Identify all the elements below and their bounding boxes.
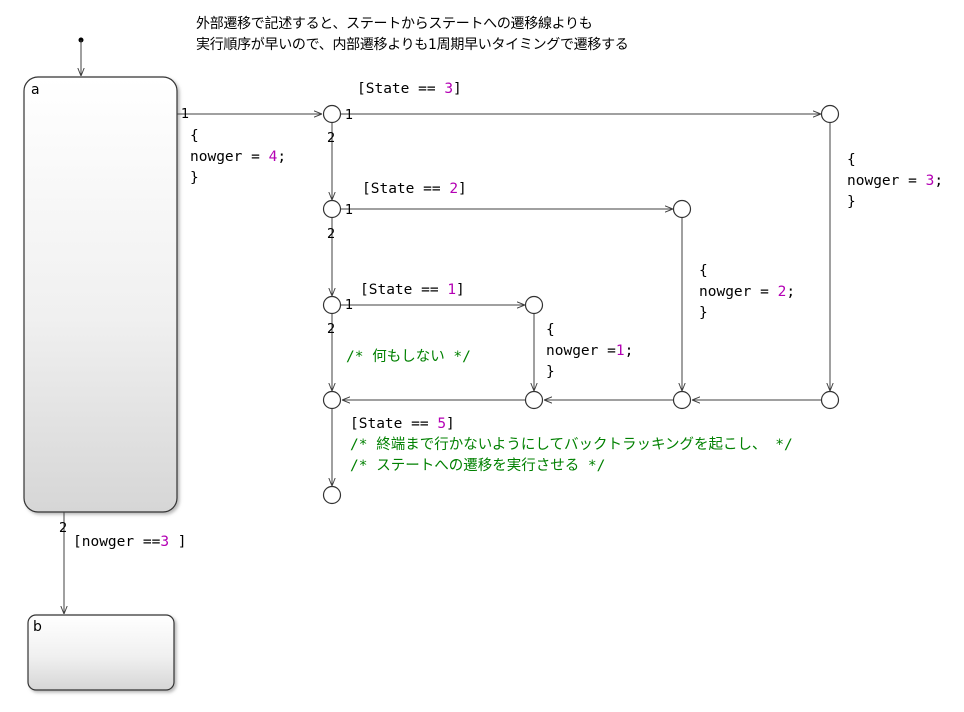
state-b-name: b (33, 619, 42, 635)
semicolon: ; (277, 149, 287, 165)
junction-1[interactable] (322, 104, 342, 124)
semicolon: ; (624, 343, 634, 359)
brace-open: { (546, 322, 555, 338)
cond-prefix: [nowger == (73, 534, 161, 550)
priority-a-to-b: 2 (59, 521, 68, 536)
condition-label-state-1: [State == 1] (360, 280, 465, 301)
cond-value: 2 (449, 181, 459, 197)
action-label-nowger-1: { nowger =1; } (546, 320, 633, 383)
cond-suffix: ] (456, 282, 465, 298)
assign-value: 1 (615, 343, 625, 359)
assign-var: nowger = (847, 173, 926, 189)
brace-close: } (847, 194, 856, 210)
action-label-nowger-3: { nowger = 3; } (847, 150, 943, 213)
brace-open: { (847, 152, 856, 168)
state-a-name: a (31, 82, 40, 98)
state-a[interactable] (23, 76, 178, 513)
brace-open: { (699, 263, 708, 279)
assign-value: 3 (925, 173, 935, 189)
junction-7[interactable] (322, 390, 342, 410)
cond-prefix: [State == (362, 181, 450, 197)
comment-do-nothing: /* 何もしない */ (346, 349, 471, 365)
cond-prefix: [State == (357, 81, 445, 97)
action-label-a-to-j1: { nowger = 4; } (190, 126, 286, 189)
brace-close: } (699, 305, 708, 321)
priority-j1-to-j4: 1 (345, 108, 354, 123)
assign-var: nowger = (190, 149, 269, 165)
semicolon: ; (934, 173, 944, 189)
condition-label-state-2: [State == 2] (362, 179, 467, 200)
cond-suffix: ] (453, 81, 462, 97)
condition-label-nowger-3: [nowger ==3 ] (73, 532, 187, 553)
junction-9[interactable] (672, 390, 692, 410)
condition-label-state-5: [State == 5] (350, 414, 455, 435)
priority-j2-to-j5: 1 (345, 203, 354, 218)
cond-value: 3 (160, 534, 170, 550)
assign-var: nowger = (699, 284, 778, 300)
cond-suffix: ] (169, 534, 187, 550)
assign-value: 4 (268, 149, 278, 165)
header-note: 外部遷移で記述すると、ステートからステートへの遷移線よりも 実行順序が早いので、… (196, 14, 629, 56)
cond-value: 1 (447, 282, 457, 298)
priority-j3-to-j6: 1 (345, 298, 354, 313)
assign-value: 2 (777, 284, 787, 300)
cond-suffix: ] (458, 181, 467, 197)
junction-2[interactable] (322, 199, 342, 219)
brace-close: } (190, 170, 199, 186)
cond-prefix: [State == (360, 282, 448, 298)
comment-backtracking: /* 終端まで行かないようにしてバックトラッキングを起こし、 */ (350, 437, 793, 453)
cond-value: 3 (444, 81, 454, 97)
header-note-line-2: 実行順序が早いので、内部遷移よりも1周期早いタイミングで遷移する (196, 37, 629, 53)
cond-prefix: [State == (350, 416, 438, 432)
comment-execute-transition: /* ステートへの遷移を実行させる */ (350, 458, 606, 474)
header-note-line-1: 外部遷移で記述すると、ステートからステートへの遷移線よりも (196, 16, 593, 32)
condition-label-state-3: [State == 3] (357, 79, 462, 100)
junction-5[interactable] (672, 199, 692, 219)
priority-j3-to-j7: 2 (327, 322, 336, 337)
semicolon: ; (786, 284, 796, 300)
junction-11[interactable] (322, 485, 342, 505)
cond-suffix: ] (446, 416, 455, 432)
assign-var: nowger = (546, 343, 616, 359)
priority-a-to-j1: 1 (181, 107, 190, 122)
cond-value: 5 (437, 416, 447, 432)
junction-3[interactable] (322, 295, 342, 315)
brace-open: { (190, 128, 199, 144)
state-b[interactable] (27, 614, 175, 691)
junction-6[interactable] (524, 295, 544, 315)
junction-10[interactable] (820, 390, 840, 410)
junction-8[interactable] (524, 390, 544, 410)
brace-close: } (546, 364, 555, 380)
action-label-nowger-2: { nowger = 2; } (699, 261, 795, 324)
priority-j2-to-j3: 2 (327, 227, 336, 242)
priority-j1-to-j2: 2 (327, 131, 336, 146)
junction-4[interactable] (820, 104, 840, 124)
